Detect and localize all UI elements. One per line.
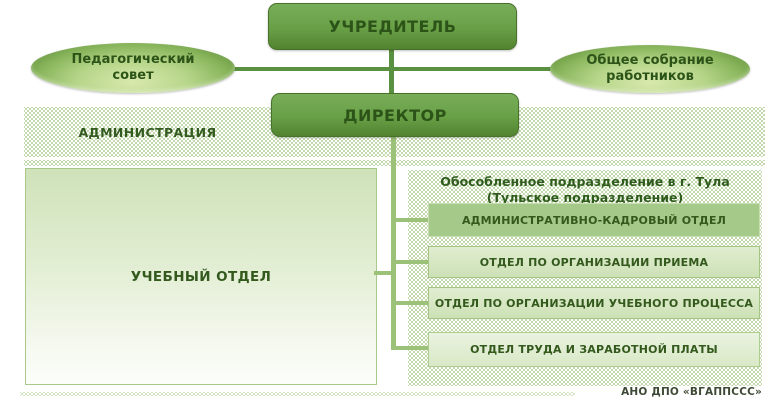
director-trunk-line [391, 133, 396, 350]
department-label: АДМИНИСТРАТИВНО-КАДРОВЫЙ ОТДЕЛ [461, 213, 727, 227]
department-bar-admissions: ОТДЕЛ ПО ОРГАНИЗАЦИИ ПРИЕМА [428, 246, 760, 278]
workers-meeting-node: Общее собрание работников [550, 45, 750, 93]
workers-meeting-label: Общее собрание работников [586, 52, 714, 84]
stub-department-2 [396, 260, 428, 264]
administration-label: АДМИНИСТРАЦИЯ [78, 124, 217, 140]
founder-label: УЧРЕДИТЕЛЬ [328, 17, 457, 36]
department-bar-study-process: ОТДЕЛ ПО ОРГАНИЗАЦИИ УЧЕБНОГО ПРОЦЕССА [428, 287, 760, 319]
department-label: ОТДЕЛ ПО ОРГАНИЗАЦИИ ПРИЕМА [479, 255, 709, 269]
founder-node: УЧРЕДИТЕЛЬ [268, 3, 517, 50]
stub-department-3 [396, 301, 428, 305]
stub-department-1 [396, 218, 428, 222]
training-department-box: УЧЕБНЫЙ ОТДЕЛ [25, 168, 377, 385]
stub-training-department [374, 271, 391, 275]
tula-division-title-line2: (Тульское подразделение) [486, 190, 684, 206]
department-bar-labor-wages: ОТДЕЛ ТРУДА И ЗАРАБОТНОЙ ПЛАТЫ [428, 332, 760, 367]
pedagogical-council-node: Педагогический совет [31, 43, 235, 93]
stub-department-4 [396, 346, 428, 350]
director-node: ДИРЕКТОР [271, 93, 519, 137]
department-label: ОТДЕЛ ПО ОРГАНИЗАЦИИ УЧЕБНОГО ПРОЦЕССА [434, 296, 754, 310]
training-department-label: УЧЕБНЫЙ ОТДЕЛ [130, 268, 272, 285]
director-label: ДИРЕКТОР [343, 105, 447, 125]
pedagogical-council-label: Педагогический совет [71, 51, 195, 83]
department-bar-administrative: АДМИНИСТРАТИВНО-КАДРОВЫЙ ОТДЕЛ [428, 203, 760, 237]
tula-division-title: Обособленное подразделение в г. Тула (Ту… [408, 174, 762, 207]
connector-founder-director-line [389, 46, 394, 95]
footer-organization-name: АНО ДПО «ВГАППССС» [621, 386, 762, 398]
tula-division-title-line1: Обособленное подразделение в г. Тула [440, 174, 730, 189]
dotted-rule-bottom [20, 392, 575, 396]
department-label: ОТДЕЛ ТРУДА И ЗАРАБОТНОЙ ПЛАТЫ [470, 343, 718, 356]
